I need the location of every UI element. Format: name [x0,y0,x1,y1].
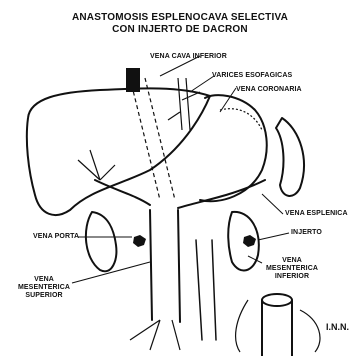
label-mes-inf-line3: INFERIOR [262,273,322,281]
upper-cava-dashed-2 [145,78,175,200]
porta-node [133,235,146,247]
label-vena-mesenterica-superior: VENA MESENTERICA SUPERIOR [14,276,74,300]
leader-esplenica [262,194,283,214]
stomach-outline [200,95,267,201]
leader-injerto [258,233,289,240]
left-kidney-outline [86,212,116,271]
graft [196,240,216,340]
label-mes-inf-line1: VENA [262,257,322,265]
hepatic-branches [78,150,115,180]
leader-varices [190,76,214,92]
label-mes-sup-line3: SUPERIOR [14,292,74,300]
aorta-top [262,294,292,306]
label-vena-porta: VENA PORTA [33,233,79,241]
label-mes-sup-line2: MESENTERICA [14,284,74,292]
label-vena-coronaria: VENA CORONARIA [236,86,302,94]
label-varices-esofagicas: VARICES ESOFAGICAS [212,72,292,80]
aorta [262,300,292,356]
liver-outline [27,88,210,215]
label-vena-esplenica: VENA ESPLENICA [285,210,348,218]
vena-cava-trunk [150,210,180,322]
upper-cava-dashed [130,78,160,200]
spleen-outline [276,118,304,196]
label-mes-inf-line2: MESENTERICA [262,265,322,273]
injerto-node [243,235,256,247]
credit-label: I.N.N. [326,322,349,332]
label-vena-cava-inferior: VENA CAVA INFERIOR [150,53,227,61]
diagram-title-line1: ANASTOMOSIS ESPLENOCAVA SELECTIVA [0,12,360,23]
leader-mes-sup [72,262,150,283]
portal-vein [95,180,150,205]
label-injerto: INJERTO [291,229,322,237]
label-vena-mesenterica-inferior: VENA MESENTERICA INFERIOR [262,257,322,281]
diagram-title-line2: CON INJERTO DE DACRON [0,24,360,35]
cava-marker [126,68,140,92]
label-mes-sup-line1: VENA [14,276,74,284]
